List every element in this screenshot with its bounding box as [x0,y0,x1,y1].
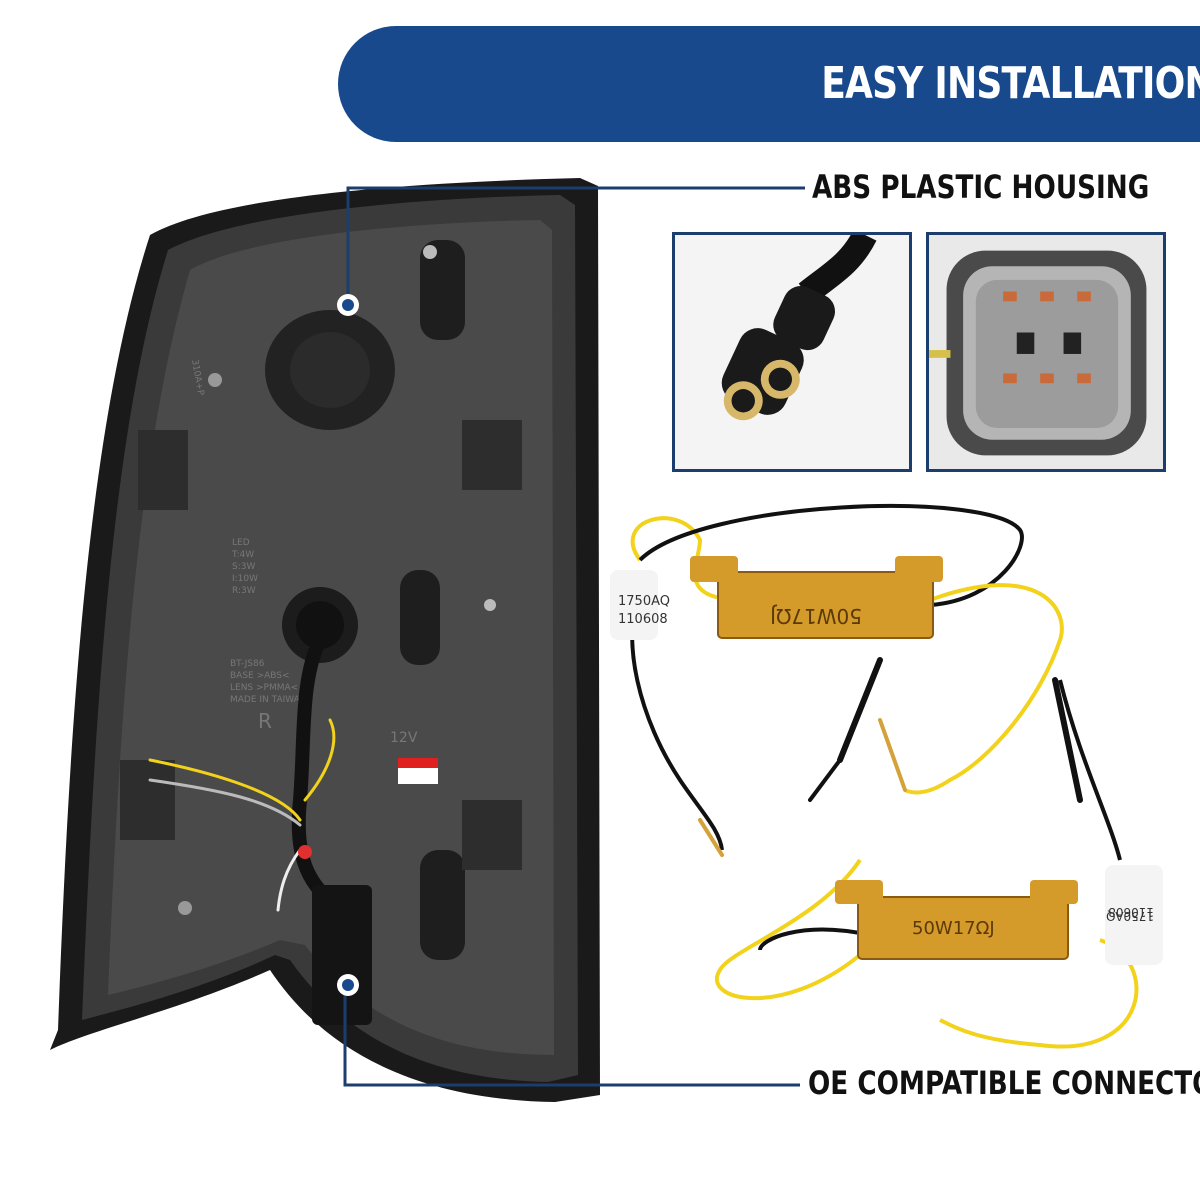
inset-oe-socket [926,232,1166,472]
load-resistor-bottom: 50W17ΩJ 1750AQ 110608 [715,679,1163,1049]
wire-ends [698,657,1083,857]
wiring-harness [148,633,337,912]
oe-connector-plug [312,885,372,1025]
callout-connector: OE COMPATIBLE CONNECTOR [808,1064,1200,1102]
r-mark: R [258,709,272,733]
led-mark-3: I:10W [232,574,258,584]
callout-housing: ABS PLASTIC HOUSING [812,168,1150,206]
led-mark-2: S:3W [232,562,255,572]
material-mark-2: LENS >PMMA< [230,683,298,693]
inset-bullet-connector [672,232,912,472]
callout-lines [343,186,805,1087]
resistor-bottom-label: 50W17ΩJ [912,918,995,939]
header-banner: EASY INSTALLATION [338,26,1200,142]
material-mark-3: MADE IN TAIWAN [230,695,307,705]
material-mark-1: BASE >ABS< [230,671,290,681]
housing-markings: LED T:4W S:3W I:10W R:3W BT-JS86 BASE >A… [189,359,422,779]
tag-top-line2: 110608 [618,612,668,627]
material-mark-0: BT-JS86 [230,659,265,669]
voltage-mark: 12V [390,730,418,746]
led-mark-0: LED [232,538,250,548]
led-mark-4: R:3W [232,586,256,596]
tag-bottom-line1: 1750AQ [1106,909,1154,923]
banner-title: EASY INSTALLATION [821,58,1200,109]
qc-mark: QC [410,770,422,779]
led-mark-1: T:4W [231,550,254,560]
load-resistor-top: 50W17ΩJ 1750AQ 110608 [610,504,1064,851]
resistor-top-label: 50W17ΩJ [770,604,862,628]
tag-top-line1: 1750AQ [618,594,670,609]
tag-bottom-line2: 110608 [1108,905,1154,919]
